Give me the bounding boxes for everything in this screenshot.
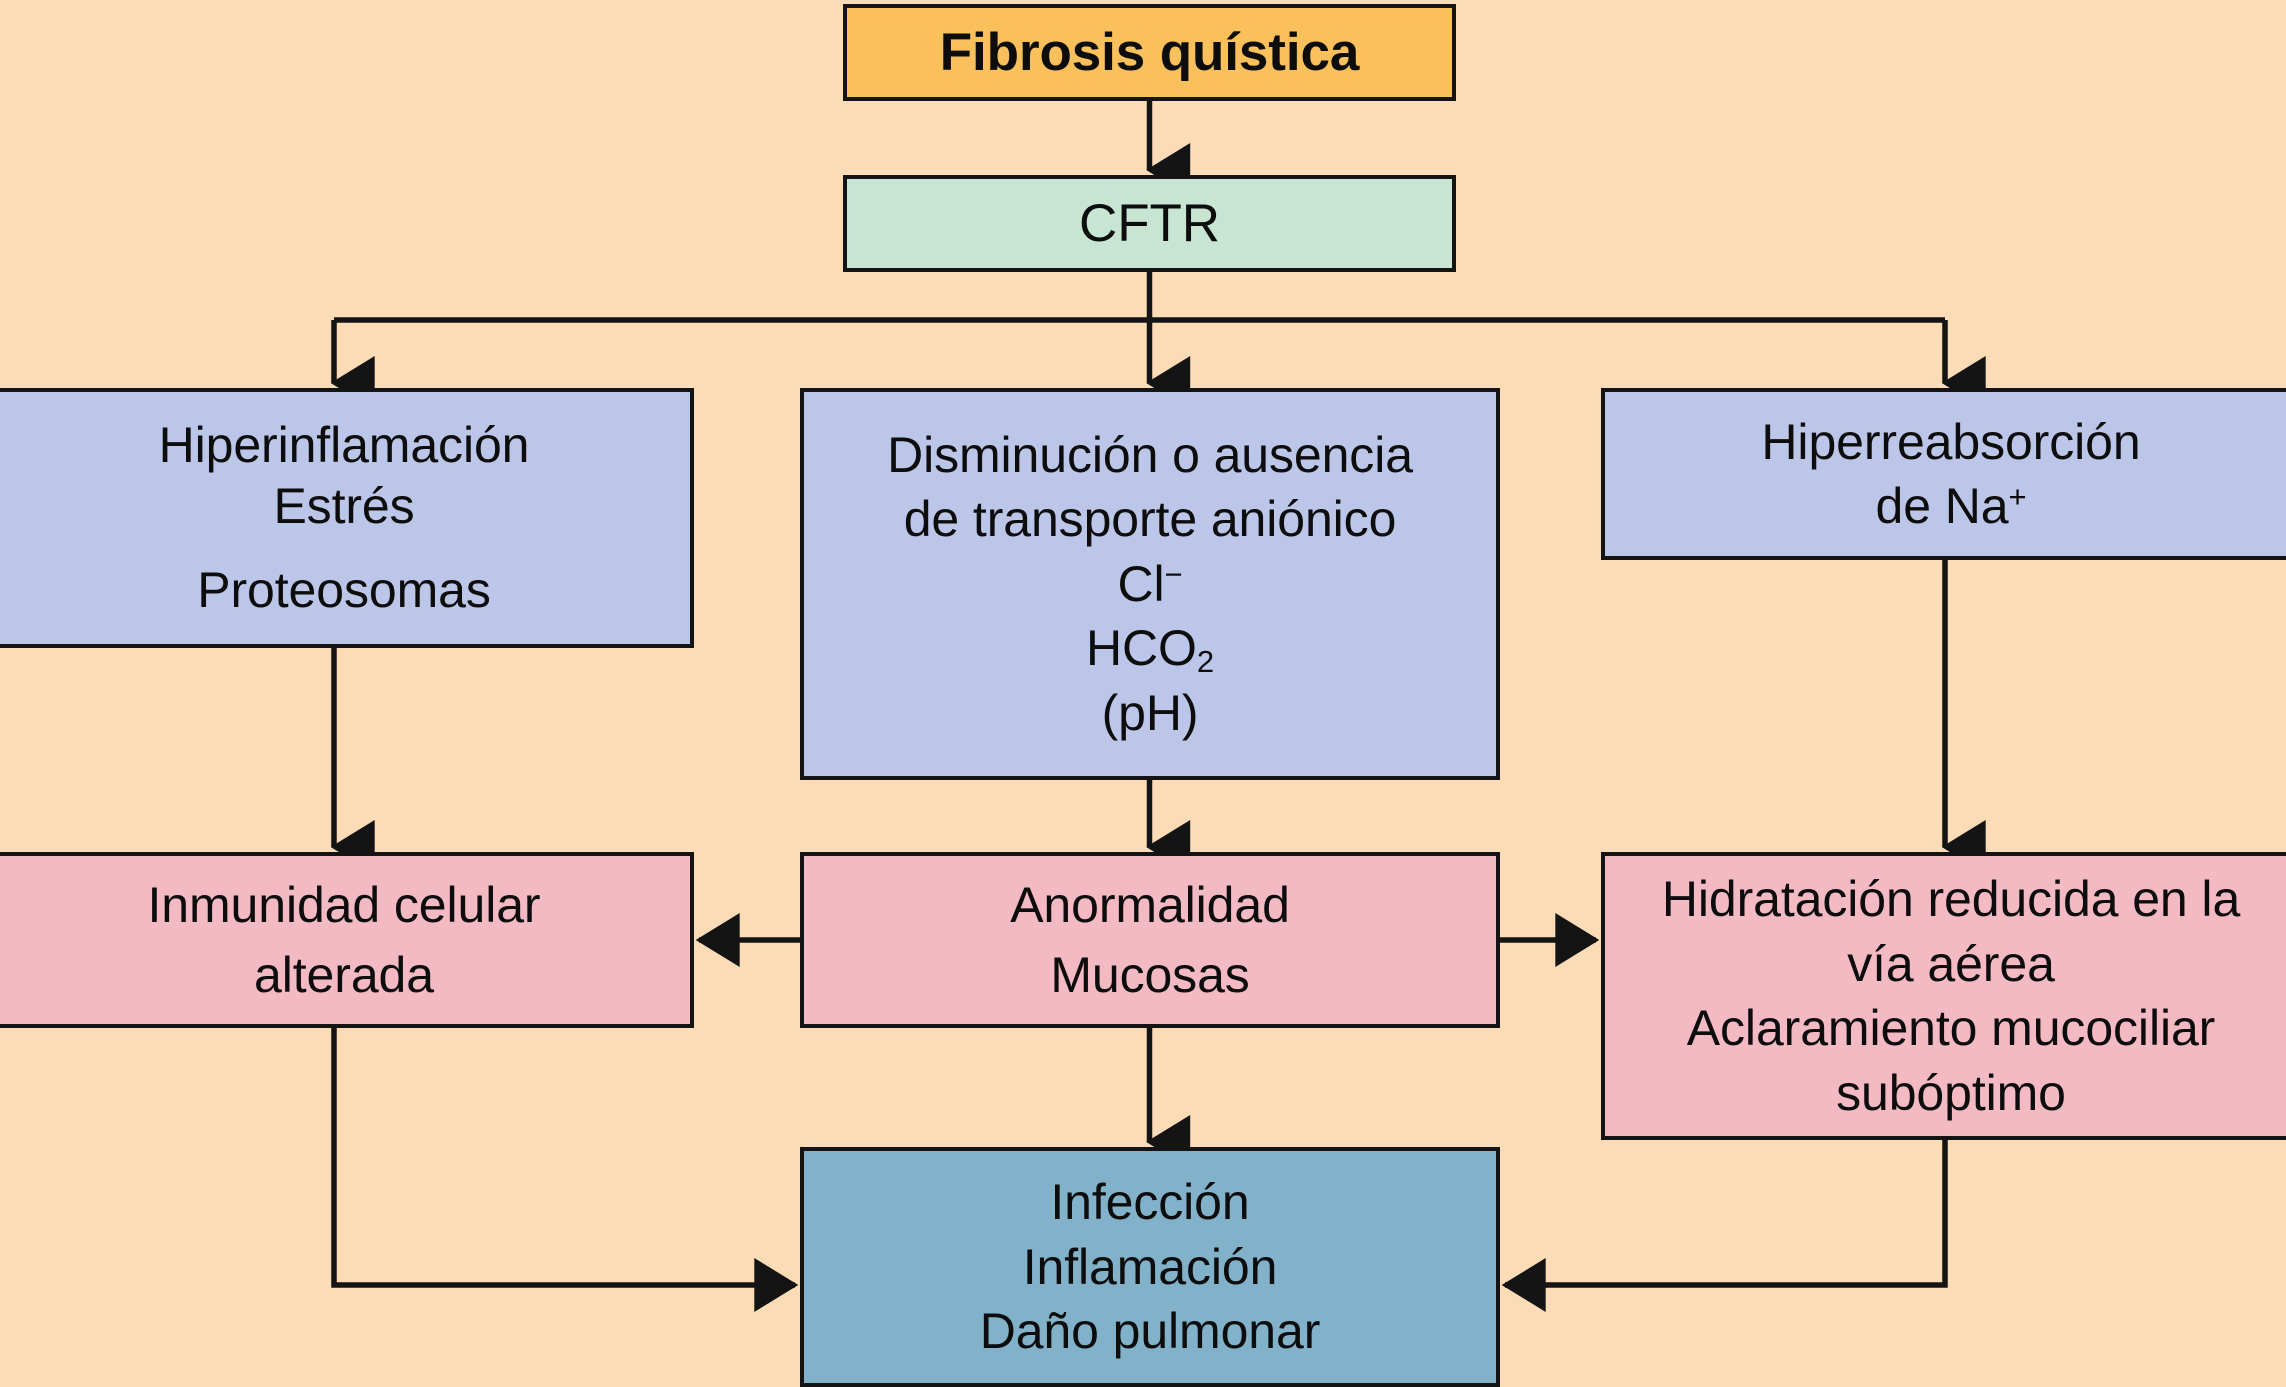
node-hidratacion-line-1: Hidratación reducida en la bbox=[1661, 871, 2241, 927]
node-hidratacion-line-2: vía aérea bbox=[1847, 935, 2055, 992]
node-hiperinflamacion-line-3: Proteosomas bbox=[197, 562, 491, 619]
node-fibrosis-line-1: Fibrosis quística bbox=[939, 22, 1360, 82]
node-hiperreabsorcion-na[interactable]: Hiperreabsorción de Na+ bbox=[1601, 388, 2286, 560]
node-cftr-line-1: CFTR bbox=[1079, 193, 1220, 253]
node-hiperinflamacion-line-2: Estrés bbox=[273, 477, 415, 534]
node-infeccion-inflamacion-dano-pulmonar[interactable]: Infección Inflamación Daño pulmonar bbox=[800, 1147, 1500, 1387]
node-disminucion-transporte-anionico[interactable]: Disminución o ausencia de transporte ani… bbox=[800, 388, 1500, 780]
sodium-symbol: de Na bbox=[1875, 478, 2009, 534]
node-infeccion-line-1: Infección bbox=[1050, 1174, 1250, 1231]
chloride-charge: − bbox=[1164, 556, 1183, 592]
node-hiperreabsorcion-line-1: Hiperreabsorción bbox=[1761, 413, 2141, 470]
node-inmunidad-line-2: alterada bbox=[254, 947, 434, 1003]
node-inmunidad-celular-alterada[interactable]: Inmunidad celular alterada bbox=[0, 852, 694, 1028]
node-infeccion-line-2: Inflamación bbox=[1022, 1238, 1278, 1295]
node-hidratacion-line-4: subóptimo bbox=[1836, 1064, 2066, 1121]
chloride-symbol: Cl bbox=[1117, 555, 1165, 612]
node-cftr[interactable]: CFTR bbox=[843, 175, 1456, 272]
edge-hidratacion-to-infeccion bbox=[1501, 1140, 1948, 1312]
node-hiperreabsorcion-line-2-sodium: de Na+ bbox=[1876, 478, 2027, 535]
node-anormalidad-mucosas[interactable]: Anormalidad Mucosas bbox=[800, 852, 1500, 1028]
bicarbonate-symbol: HCO bbox=[1086, 620, 1197, 677]
node-hidratacion-reducida[interactable]: Hidratación reducida en la vía aérea Acl… bbox=[1601, 852, 2286, 1140]
node-fibrosis-quistica[interactable]: Fibrosis quística bbox=[843, 4, 1456, 101]
node-disminucion-line-4-bicarbonate: HCO2 bbox=[1086, 620, 1214, 677]
node-infeccion-line-3: Daño pulmonar bbox=[979, 1303, 1321, 1360]
node-inmunidad-line-1: Inmunidad celular bbox=[147, 876, 541, 933]
node-disminucion-line-1: Disminución o ausencia bbox=[887, 426, 1413, 483]
node-disminucion-line-5-ph: (pH) bbox=[1101, 684, 1199, 741]
node-hidratacion-line-3: Aclaramiento mucociliar bbox=[1686, 1000, 2216, 1056]
sodium-charge: + bbox=[2008, 478, 2027, 514]
node-disminucion-line-3-chloride: Cl− bbox=[1117, 556, 1182, 613]
node-hiperinflamacion[interactable]: Hiperinflamación Estrés Proteosomas bbox=[0, 388, 694, 648]
node-hiperinflamacion-line-1: Hiperinflamación bbox=[158, 417, 530, 474]
bicarbonate-subscript: 2 bbox=[1196, 644, 1214, 680]
node-disminucion-line-2: de transporte aniónico bbox=[903, 491, 1397, 548]
node-anormalidad-line-1: Anormalidad bbox=[1010, 876, 1290, 933]
edge-inmunidad-to-infeccion bbox=[331, 1028, 799, 1312]
node-anormalidad-line-2: Mucosas bbox=[1050, 947, 1250, 1003]
